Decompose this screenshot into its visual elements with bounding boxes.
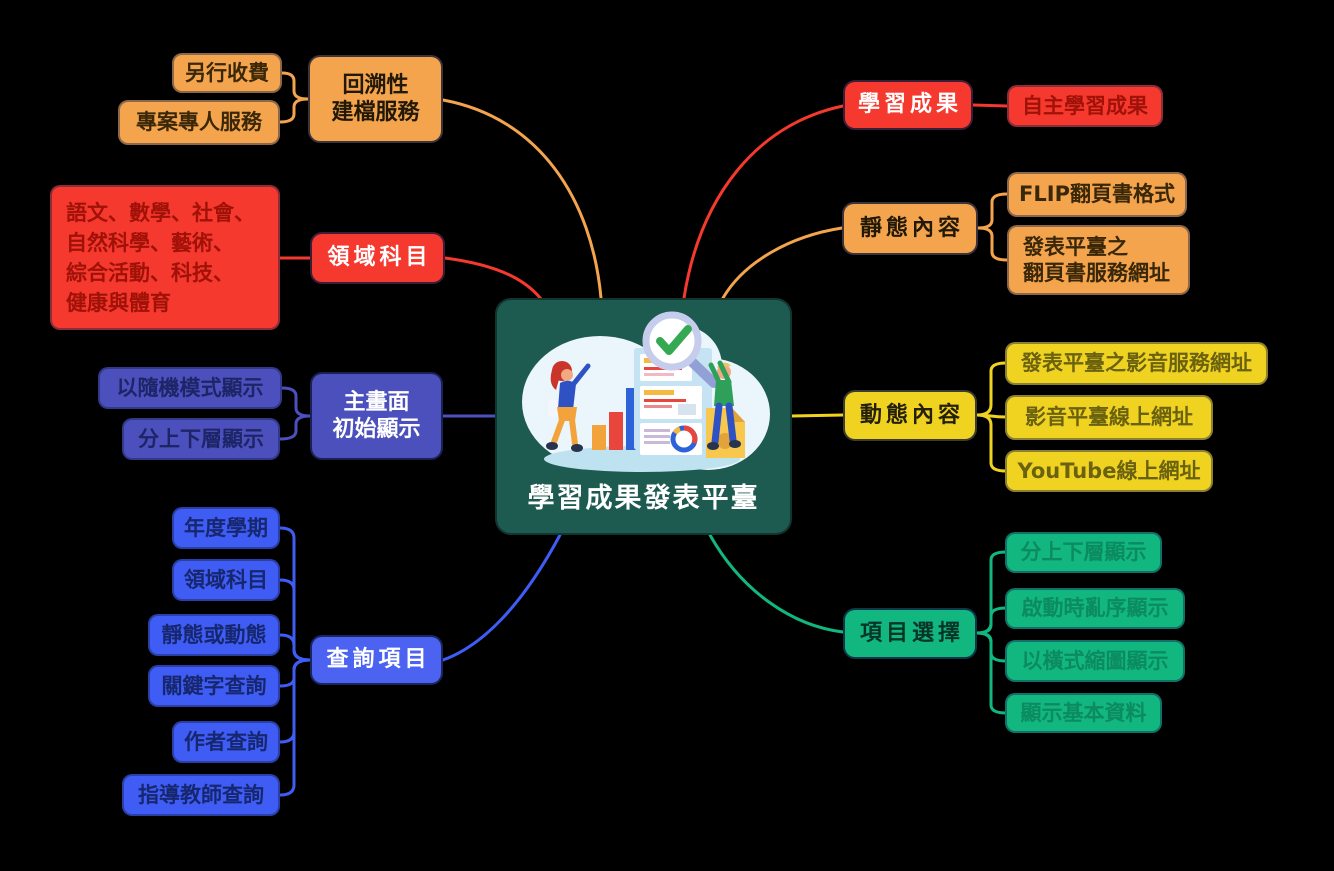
edge-query-child-2 [278, 633, 312, 662]
node-show-basic-info: 顯示基本資料 [1005, 693, 1162, 733]
edge-static-child-1 [976, 226, 1009, 262]
edge-learning-outcomes-child-0 [971, 103, 1009, 108]
node-flipbook-service-url: 發表平臺之 翻頁書服務網址 [1007, 225, 1190, 295]
node-domain-subjects: 領域科目 [310, 232, 445, 284]
node-retrospective-service: 回溯性 建檔服務 [308, 55, 443, 143]
node-dedicated-service: 專案專人服務 [118, 100, 280, 145]
node-video-platform-url: 影音平臺線上網址 [1005, 395, 1213, 440]
edge-query-child-5 [278, 658, 312, 797]
edge-dynamic-child-0 [975, 361, 1008, 417]
edge-center-query-items [441, 533, 562, 662]
node-two-layer-display: 分上下層顯示 [122, 418, 280, 460]
node-random-mode-display: 以隨機模式顯示 [98, 367, 282, 409]
edge-main-screen-child-1 [278, 414, 312, 441]
node-static-content: 靜態內容 [842, 202, 978, 255]
edge-retrospective-child-1 [278, 97, 310, 124]
node-advisor-query: 指導教師查詢 [122, 774, 280, 816]
edge-selection-child-1 [975, 606, 1008, 635]
node-subject-list: 語文、數學、社會、 自然科學、藝術、 綜合活動、科技、 健康與體育 [50, 185, 280, 330]
person-left [545, 361, 590, 452]
node-random-order-on-start: 啟動時亂序顯示 [1005, 588, 1185, 629]
node-learning-outcomes: 學習成果 [843, 80, 973, 130]
node-selection-two-layer-display: 分上下層顯示 [1005, 532, 1162, 573]
node-platform-video-service-url: 發表平臺之影音服務網址 [1005, 342, 1268, 385]
node-flip-book-format: FLIP翻頁書格式 [1007, 172, 1187, 217]
center-illustration [521, 311, 770, 472]
magnifier-icon [642, 311, 719, 388]
edge-center-item-selection [708, 533, 845, 634]
edge-dynamic-child-2 [975, 413, 1008, 473]
node-year-semester: 年度學期 [172, 507, 280, 549]
node-youtube-url: YouTube線上網址 [1005, 450, 1213, 492]
edge-main-screen-child-0 [280, 386, 312, 418]
node-main-screen-initial-display: 主畫面 初始顯示 [310, 372, 443, 460]
node-static-or-dynamic: 靜態或動態 [148, 614, 280, 656]
node-dynamic-content: 動態內容 [843, 390, 977, 441]
edge-retrospective-child-0 [280, 71, 310, 101]
node-author-query: 作者查詢 [172, 721, 280, 763]
person-right [706, 360, 741, 450]
edge-center-learning-outcomes [682, 104, 845, 300]
edge-center-dynamic-content [790, 413, 845, 418]
node-query-domain-subjects: 領域科目 [172, 559, 280, 601]
edge-selection-child-3 [975, 631, 1008, 715]
edge-center-domain-subjects [443, 256, 543, 301]
edge-center-retrospective [441, 98, 603, 300]
node-horizontal-thumbnail-display: 以橫式縮圖顯示 [1005, 640, 1185, 682]
edge-center-static-content [721, 226, 844, 300]
node-query-items: 查詢項目 [310, 635, 443, 685]
node-item-selection: 項目選擇 [843, 608, 977, 659]
node-self-learning-outcomes: 自主學習成果 [1007, 85, 1163, 127]
checkmark-icon [655, 325, 692, 355]
edge-static-child-0 [976, 192, 1009, 230]
node-extra-fee: 另行收費 [172, 53, 282, 93]
center-title: 學習成果發表平臺 [527, 483, 760, 514]
center-node: 學習成果發表平臺 [495, 298, 792, 535]
node-keyword-query: 關鍵字查詢 [148, 665, 280, 707]
